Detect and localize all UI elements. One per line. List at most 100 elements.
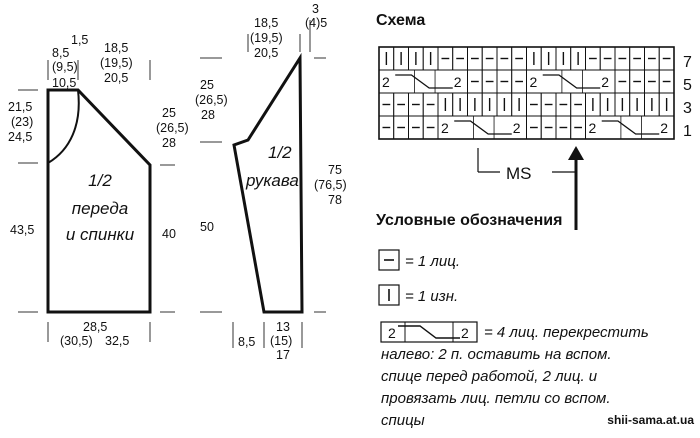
shoulder-width-c: 20,5: [104, 71, 128, 85]
shoulder-offset: 1,5: [71, 33, 88, 47]
repeat-bracket: [477, 148, 576, 173]
neck-depth-a: 21,5: [8, 100, 32, 114]
cable-number: 2: [513, 120, 521, 136]
knit-cell: [408, 92, 424, 117]
cuff-offset: 8,5: [238, 335, 255, 349]
cuff-width-a: 13: [276, 320, 290, 334]
body-length: 43,5: [10, 223, 34, 237]
cap-height-c: 28: [201, 108, 215, 122]
legend-cable-line-1: = 4 лиц. перекрестить: [484, 324, 649, 341]
knit-cell: [570, 115, 586, 140]
knit-cell: [644, 69, 660, 94]
purl-cell: [658, 92, 675, 117]
sleeve-top-b: (19,5): [250, 31, 283, 45]
knit-cell: [540, 115, 557, 140]
knit-cell: [644, 46, 660, 71]
purl-cell: [629, 92, 645, 117]
sleeve-top-c: 20,5: [254, 46, 278, 60]
body-label-back: и спинки: [66, 225, 135, 244]
purl-cell: [378, 46, 395, 71]
sleeve-outline: [232, 52, 304, 314]
cuff-width-b: (15): [270, 334, 292, 348]
cable-symbol-icon: 2 2: [380, 321, 478, 343]
purl-cell: [452, 92, 468, 117]
cable-number: 2: [382, 74, 390, 90]
cable-number: 2: [601, 74, 609, 90]
purl-cell: [526, 46, 542, 71]
cap-height-a: 25: [200, 78, 214, 92]
neck-width-a: 8,5: [52, 46, 69, 60]
cable-number: 2: [660, 120, 668, 136]
legend-cable-line-4: провязать лиц. петли со вспом.: [381, 390, 610, 407]
legend-cable-line-3: спице перед работой, 2 лиц. и: [381, 368, 598, 385]
sleeve-label-fraction: 1/2: [268, 143, 292, 162]
knit-cell: [496, 69, 513, 94]
body-dimension-lines: [18, 60, 175, 342]
knit-cell: [378, 115, 395, 140]
knit-cell: [481, 69, 498, 94]
cable-number: 2: [461, 325, 469, 341]
knit-cell: [511, 69, 527, 94]
knit-cell: [526, 92, 542, 117]
cuff-width-c: 17: [276, 348, 290, 362]
knit-cell: [555, 92, 572, 117]
knit-cell: [496, 46, 513, 71]
knit-cell: [570, 92, 586, 117]
knit-cell: [540, 92, 557, 117]
row-number: 5: [683, 77, 692, 94]
sleeve-top-a: 18,5: [254, 16, 278, 30]
purl-symbol-icon: [378, 284, 400, 306]
knit-cell: [599, 46, 616, 71]
cable-number: 2: [589, 120, 597, 136]
knit-cell: [393, 92, 409, 117]
body-pattern-piece: 1/2 переда и спинки 8,5 (9,5) 10,5 1,5 1…: [8, 33, 189, 348]
watermark: shii-sama.at.ua: [607, 413, 694, 427]
legend-purl-text: = 1 изн.: [405, 288, 458, 305]
knit-cell: [481, 46, 498, 71]
legend-cable: 2 2 = 4 лиц. перекрестить налево: 2 п. о…: [380, 321, 649, 429]
purl-cell: [408, 46, 424, 71]
knit-cell: [629, 69, 645, 94]
cable-number: 2: [388, 325, 396, 341]
legend-cable-line-2: налево: 2 п. оставить на вспом.: [381, 346, 612, 363]
shoulder-width-a: 18,5: [104, 41, 128, 55]
cable-number: 2: [441, 120, 449, 136]
neck-depth-c: 24,5: [8, 130, 32, 144]
knit-cell: [467, 46, 483, 71]
armhole-depth-a: 25: [162, 106, 176, 120]
side-length: 40: [162, 227, 176, 241]
cap-offset-a: 3: [312, 2, 319, 16]
body-outline: [46, 88, 152, 314]
body-label-fraction: 1/2: [88, 171, 112, 190]
knit-cell: [526, 115, 542, 140]
sleeve-total-b: (76,5): [314, 178, 347, 192]
knit-cell: [452, 46, 468, 71]
armhole-depth-b: (26,5): [156, 121, 189, 135]
legend-cable-line-5: спицы: [381, 412, 425, 429]
row-number: 1: [683, 123, 692, 140]
repeat-arrow: [568, 146, 584, 230]
knit-cell: [658, 69, 675, 94]
knit-cell: [658, 46, 675, 71]
knit-cell: [437, 46, 454, 71]
purl-cell: [422, 46, 439, 71]
neck-width-c: 10,5: [52, 76, 76, 90]
knit-cell: [511, 46, 527, 71]
purl-cell: [467, 92, 483, 117]
knit-cell: [629, 46, 645, 71]
purl-cell: [614, 92, 631, 117]
armhole-depth-c: 28: [162, 136, 176, 150]
ms-label: MS: [506, 164, 532, 183]
cap-height-b: (26,5): [195, 93, 228, 107]
knit-cell: [378, 92, 395, 117]
purl-cell: [585, 92, 601, 117]
neck-width-b: (9,5): [52, 60, 78, 74]
chart-title: Схема: [376, 12, 425, 29]
sleeve-total-c: 78: [328, 193, 342, 207]
cable-number: 2: [530, 74, 538, 90]
knit-cell: [467, 69, 483, 94]
